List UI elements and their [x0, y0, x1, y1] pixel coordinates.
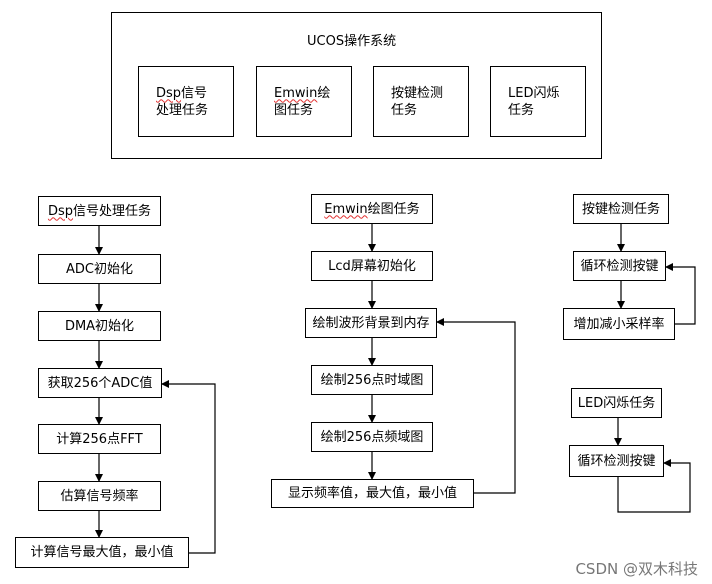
- top-task-dsp-line2: 处理任务: [156, 102, 209, 118]
- emwin-step-display: 显示频率值，最大值，最小值: [271, 479, 474, 508]
- ucos-system-frame: [111, 12, 602, 159]
- emwin-step-freq-plot: 绘制256点频域图: [311, 422, 433, 452]
- dsp-step-maxmin: 计算信号最大值，最小值: [15, 537, 189, 568]
- emwin-word: Emwin: [274, 85, 318, 101]
- top-task-key-line1: 按键检测: [391, 85, 444, 101]
- loop-dsp: [161, 380, 216, 554]
- loop-key: [665, 263, 696, 325]
- dsp-step-dma-init: DMA初始化: [38, 311, 161, 341]
- top-task-emwin-line1: 绘: [317, 85, 331, 101]
- watermark-text: CSDN @双木科技: [575, 560, 698, 578]
- key-task-head: 按键检测任务: [573, 194, 669, 224]
- emwin-head-word: Emwin: [324, 201, 368, 217]
- top-task-led-line1: LED闪烁: [508, 85, 560, 101]
- top-task-dsp: Dsp信号 处理任务: [138, 66, 234, 137]
- top-task-key-line2: 任务: [391, 102, 418, 118]
- top-task-led-line2: 任务: [508, 102, 535, 118]
- led-task-head: LED闪烁任务: [571, 388, 662, 418]
- dsp-head-word: Dsp: [47, 203, 74, 219]
- key-step-scan: 循环检测按键: [573, 251, 666, 281]
- dsp-step-fft: 计算256点FFT: [38, 424, 161, 454]
- top-task-emwin: Emwin绘 图任务: [256, 66, 352, 137]
- dsp-head-label: 信号处理任务: [73, 203, 152, 219]
- top-task-key: 按键检测 任务: [373, 66, 469, 137]
- emwin-step-time-plot: 绘制256点时域图: [311, 365, 433, 395]
- dsp-step-freq: 估算信号频率: [38, 481, 161, 511]
- top-task-dsp-line1: 信号: [181, 85, 208, 101]
- loop-emwin: [436, 318, 516, 494]
- emwin-head-label: 绘图任务: [367, 201, 420, 217]
- dsp-step-adc-init: ADC初始化: [38, 254, 161, 284]
- ucos-system-title: UCOS操作系统: [307, 34, 397, 49]
- loop-led: [617, 459, 691, 513]
- dsp-word: Dsp: [156, 85, 182, 101]
- top-task-emwin-line2: 图任务: [274, 102, 314, 118]
- key-step-sample-rate: 增加减小采样率: [563, 308, 675, 340]
- top-task-led: LED闪烁 任务: [490, 66, 586, 137]
- dsp-step-get-adc: 获取256个ADC值: [38, 368, 162, 398]
- dsp-task-head: Dsp信号处理任务: [38, 196, 161, 226]
- emwin-step-lcd-init: Lcd屏幕初始化: [311, 251, 433, 281]
- led-step-scan: 循环检测按键: [569, 445, 664, 477]
- emwin-step-background: 绘制波形背景到内存: [305, 308, 437, 338]
- emwin-task-head: Emwin绘图任务: [311, 194, 433, 224]
